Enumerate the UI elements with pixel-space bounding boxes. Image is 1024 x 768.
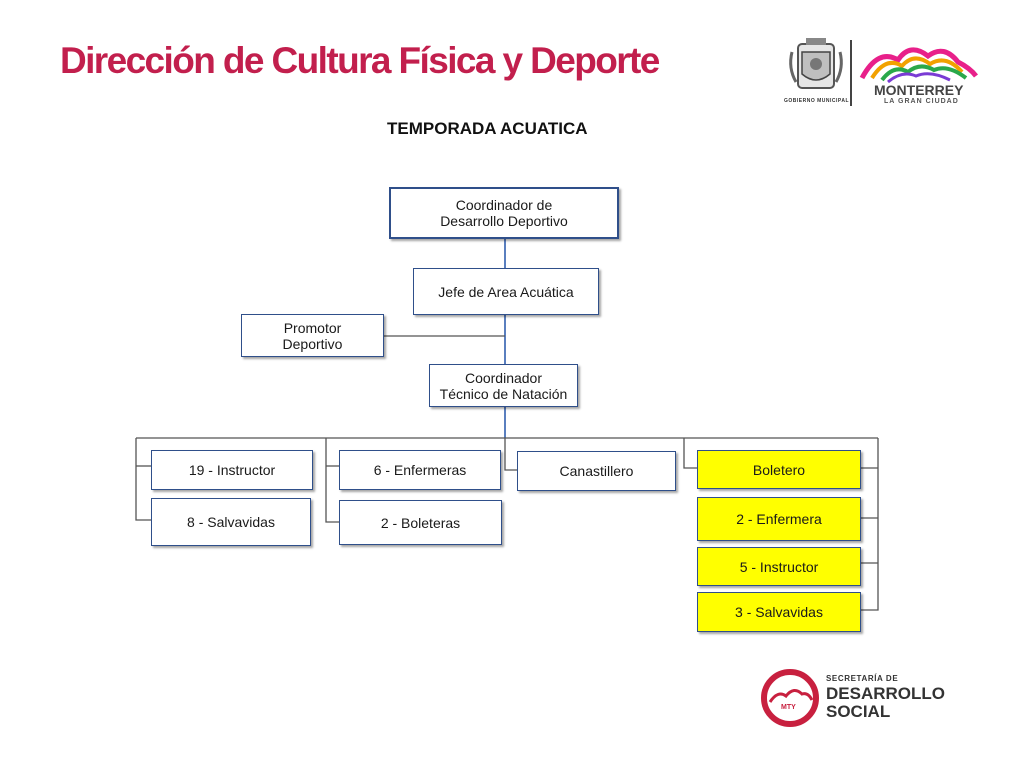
connector-col2 — [325, 438, 339, 523]
coordinador-tecnico-box: Coordinador Técnico de Natación — [429, 364, 578, 407]
chart-subtitle: TEMPORADA ACUATICA — [387, 119, 588, 138]
secretaria-line3: SOCIAL — [826, 702, 891, 721]
canastillero-box: Canastillero — [517, 451, 676, 491]
salvavidas-box: 8 - Salvavidas — [151, 498, 311, 546]
connector-col3 — [504, 438, 517, 471]
connector-col5 — [861, 438, 879, 611]
boletero-box: Boletero — [697, 450, 861, 489]
municipio-caption: GOBIERNO MUNICIPAL — [784, 98, 850, 104]
secretaria-line2: DESARROLLO — [826, 684, 945, 703]
salvavidas-2-box: 3 - Salvavidas — [697, 592, 861, 632]
enfermeras-box: 6 - Enfermeras — [339, 450, 501, 490]
enfermera-box: 2 - Enfermera — [697, 497, 861, 541]
boleteras-box: 2 - Boleteras — [339, 500, 502, 545]
mty-circle-icon — [761, 669, 819, 727]
monterrey-logo: MONTERREY LA GRAN CIUDAD — [858, 40, 988, 110]
instructor-2-box: 5 - Instructor — [697, 547, 861, 586]
monterrey-tagline: LA GRAN CIUDAD — [884, 98, 959, 105]
jefe-area-box: Jefe de Area Acuática — [413, 268, 599, 315]
desarrollo-social-logo: MTY SECRETARÍA DE DESARROLLO SOCIAL — [760, 668, 960, 730]
mty-badge: MTY — [781, 704, 796, 711]
promotor-box: Promotor Deportivo — [241, 314, 384, 357]
connector-col1 — [135, 438, 151, 521]
municipal-logo: GOBIERNO MUNICIPAL — [784, 38, 850, 108]
mountain-icon — [859, 47, 978, 84]
page-title: Dirección de Cultura Física y Deporte — [60, 40, 660, 81]
logo-divider — [850, 40, 852, 106]
connector-col4 — [683, 438, 697, 469]
secretaria-line1: SECRETARÍA DE — [826, 674, 899, 683]
coat-of-arms-icon — [789, 38, 843, 89]
coordinador-desarrollo-box: Coordinador de Desarrollo Deportivo — [389, 187, 619, 239]
monterrey-name: MONTERREY — [874, 82, 964, 98]
instructor-box: 19 - Instructor — [151, 450, 313, 490]
